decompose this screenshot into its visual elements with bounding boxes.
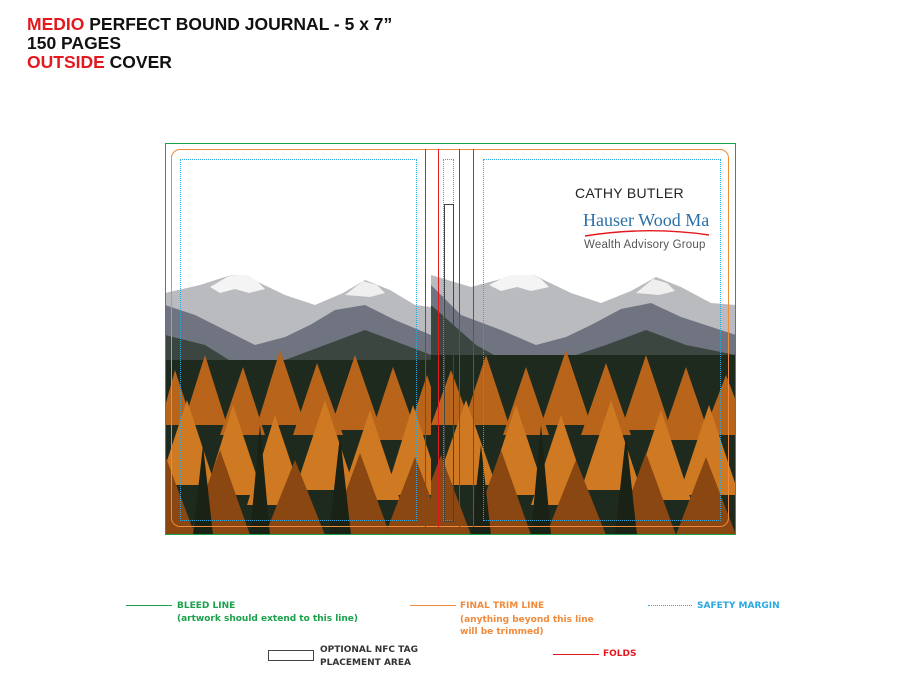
header-line-2: 150 PAGES	[27, 33, 122, 53]
mountain-forest-image	[165, 275, 431, 535]
logo-swoosh-icon	[584, 230, 710, 237]
folds-legend-swatch	[553, 654, 599, 655]
bleed-legend-note: (artwork should extend to this line)	[177, 614, 358, 624]
safety-legend-swatch	[648, 605, 692, 606]
folds-legend-title: FOLDS	[603, 649, 637, 659]
nfc-legend-title-2: PLACEMENT AREA	[320, 658, 411, 668]
front-cover-photo	[431, 275, 736, 535]
safety-margin-front	[483, 159, 721, 521]
fold-line-back	[425, 149, 426, 527]
trim-legend-title: FINAL TRIM LINE	[460, 601, 545, 611]
fold-line-spine-left	[438, 149, 439, 527]
header-line-3: OUTSIDE COVER	[27, 53, 392, 72]
header-product-name: PERFECT BOUND JOURNAL - 5 x 7”	[84, 14, 393, 34]
bleed-legend-swatch	[126, 605, 172, 606]
safety-legend-title: SAFETY MARGIN	[697, 601, 780, 611]
safety-margin-back	[180, 159, 417, 521]
cover-template: CATHY BUTLER Hauser Wood Ma Wealth Advis…	[165, 143, 736, 535]
fold-line-spine-right	[459, 149, 460, 527]
company-tagline: Wealth Advisory Group	[584, 239, 706, 251]
mountain-forest-image-front	[431, 275, 736, 535]
header-line-1: MEDIO PERFECT BOUND JOURNAL - 5 x 7”	[27, 15, 392, 34]
back-cover-photo	[165, 275, 431, 535]
nfc-legend-title-1: OPTIONAL NFC TAG	[320, 645, 418, 655]
template-header: MEDIO PERFECT BOUND JOURNAL - 5 x 7” 150…	[27, 15, 392, 72]
bleed-legend-title: BLEED LINE	[177, 601, 236, 611]
trim-legend-note-2: will be trimmed)	[460, 627, 544, 637]
fold-line-front	[473, 149, 474, 527]
nfc-tag-placement-area	[444, 204, 454, 522]
company-logo-text: Hauser Wood Ma	[583, 210, 710, 230]
trim-legend-swatch	[410, 605, 456, 606]
header-cover-label: COVER	[104, 52, 172, 72]
recipient-name: CATHY BUTLER	[575, 185, 684, 201]
nfc-legend-swatch	[268, 650, 314, 661]
header-size-label: MEDIO	[27, 14, 85, 34]
trim-legend-note-1: (anything beyond this line	[460, 615, 594, 625]
header-side-label: OUTSIDE	[27, 52, 105, 72]
